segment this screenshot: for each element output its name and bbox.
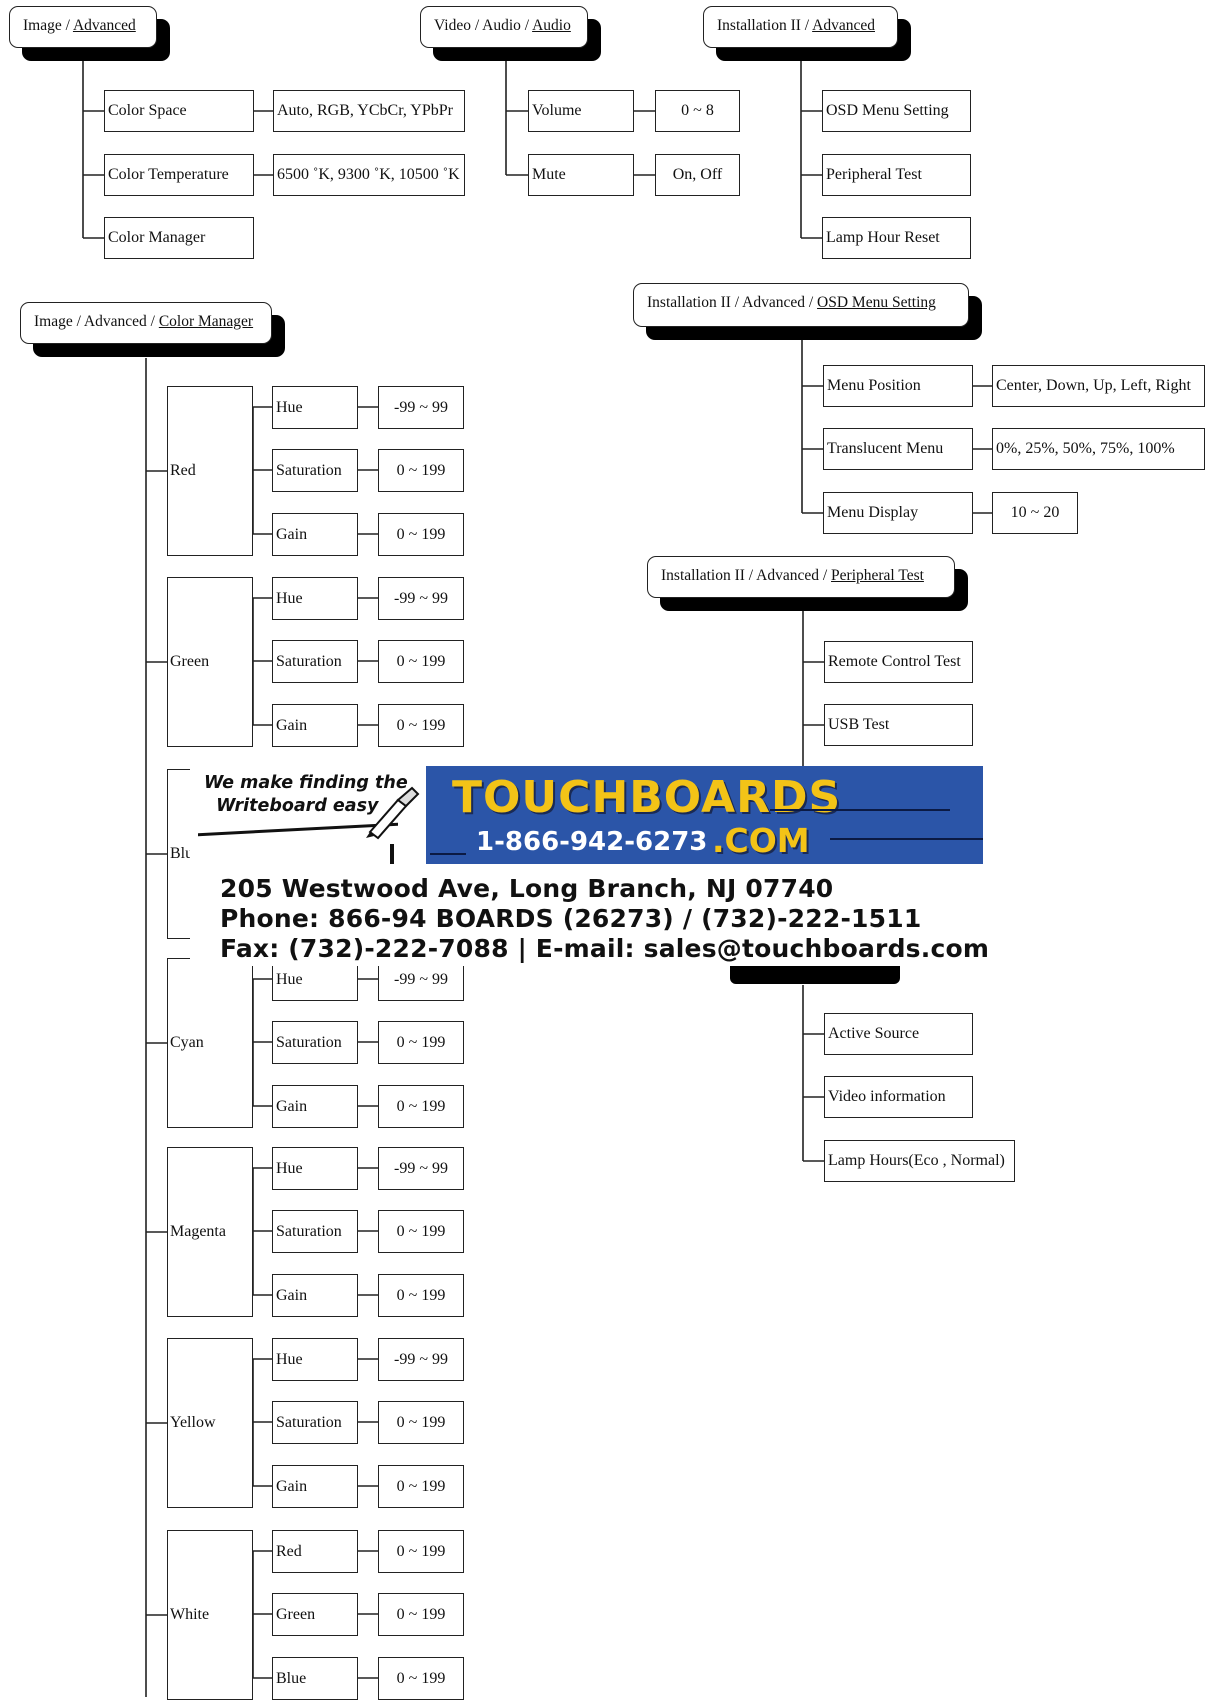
header-link[interactable]: Color Manager (158, 313, 254, 330)
cm-item-hue[interactable]: Hue (272, 386, 358, 429)
ad-brand: TOUCHBOARDS (452, 772, 842, 823)
item-color-space[interactable]: Color Space (104, 90, 254, 132)
value-translucent-menu: 0%, 25%, 50%, 75%, 100% (992, 428, 1205, 470)
ad-phone: Phone: 866-94 BOARDS (26273) / (732)-222… (220, 904, 922, 933)
cm-value: 0 ~ 199 (378, 1085, 464, 1128)
item-active-source[interactable]: Active Source (824, 1013, 973, 1055)
ad-rule (770, 809, 950, 811)
item-osd-menu-setting[interactable]: OSD Menu Setting (822, 90, 971, 132)
group-label: White (170, 1606, 212, 1623)
header-image-advanced: Image / Advanced (9, 6, 157, 48)
value-menu-position: Center, Down, Up, Left, Right (992, 365, 1205, 407)
ad-domain: .COM (712, 821, 810, 860)
group-label: Green (170, 653, 212, 670)
item-mute[interactable]: Mute (528, 154, 634, 196)
ad-slogan: We make finding the Writeboard easy (204, 773, 408, 816)
item-remote-control-test[interactable]: Remote Control Test (824, 641, 973, 683)
ad-phone-number: 1-866-942-6273 (476, 827, 708, 857)
cm-value: 0 ~ 199 (378, 1210, 464, 1253)
cm-value: 0 ~ 199 (378, 1401, 464, 1444)
cm-item-gain[interactable]: Gain (272, 1274, 358, 1317)
ad-fax-email: Fax: (732)-222-7088 | E-mail: sales@touc… (220, 934, 990, 963)
item-lamp-hour-reset[interactable]: Lamp Hour Reset (822, 217, 971, 259)
cm-item-saturation[interactable]: Saturation (272, 1021, 358, 1064)
ad-rule (830, 838, 983, 840)
cm-item-red[interactable]: Red (272, 1530, 358, 1573)
cm-item-hue[interactable]: Hue (272, 577, 358, 620)
item-usb-test[interactable]: USB Test (824, 704, 973, 746)
cm-item-hue[interactable]: Hue (272, 1147, 358, 1190)
header-peripheral-test: Installation II / Advanced / Peripheral … (647, 556, 955, 598)
header-video-audio: Video / Audio / Audio (420, 6, 588, 48)
header-prefix: Installation II / Advanced / (661, 567, 832, 584)
group-label: Cyan (170, 1034, 206, 1051)
cm-item-gain[interactable]: Gain (272, 1465, 358, 1508)
cm-item-saturation[interactable]: Saturation (272, 1401, 358, 1444)
item-translucent-menu[interactable]: Translucent Menu (823, 428, 973, 470)
value-volume: 0 ~ 8 (655, 90, 740, 132)
header-prefix: Installation II / Advanced / (647, 294, 818, 311)
cm-item-gain[interactable]: Gain (272, 1085, 358, 1128)
cm-value: 0 ~ 199 (378, 449, 464, 492)
cm-value: -99 ~ 99 (378, 577, 464, 620)
item-volume[interactable]: Volume (528, 90, 634, 132)
cm-item-hue[interactable]: Hue (272, 1338, 358, 1381)
cm-item-gain[interactable]: Gain (272, 704, 358, 747)
cm-value: 0 ~ 199 (378, 1530, 464, 1573)
header-color-manager: Image / Advanced / Color Manager (20, 302, 272, 344)
group-label: Red (170, 462, 198, 479)
item-lamp-hours[interactable]: Lamp Hours(Eco , Normal) (824, 1140, 1015, 1182)
cm-value: 0 ~ 199 (378, 640, 464, 683)
header-link[interactable]: OSD Menu Setting (817, 294, 936, 311)
header-prefix: Video / Audio / (434, 17, 533, 34)
item-video-information[interactable]: Video information (824, 1076, 973, 1118)
cm-value: 0 ~ 199 (378, 1465, 464, 1508)
group-label: Yellow (170, 1414, 218, 1431)
header-prefix: Image / Advanced / (34, 313, 159, 330)
cm-item-gain[interactable]: Gain (272, 513, 358, 556)
item-peripheral-test[interactable]: Peripheral Test (822, 154, 971, 196)
header-prefix: Image / (23, 17, 73, 34)
cm-item-blue[interactable]: Blue (272, 1657, 358, 1700)
value-menu-display: 10 ~ 20 (992, 492, 1078, 534)
value-color-space: Auto, RGB, YCbCr, YPbPr (273, 90, 465, 132)
ad-address: 205 Westwood Ave, Long Branch, NJ 07740 (220, 874, 834, 903)
cm-value: 0 ~ 199 (378, 1593, 464, 1636)
header-link[interactable]: Audio (532, 17, 571, 34)
header-link[interactable]: Advanced (812, 17, 875, 34)
group-label: Blu (170, 845, 196, 862)
cm-value: -99 ~ 99 (378, 1147, 464, 1190)
item-menu-position[interactable]: Menu Position (823, 365, 973, 407)
item-color-manager[interactable]: Color Manager (104, 217, 254, 259)
ad-rule (430, 853, 466, 855)
cm-value: -99 ~ 99 (378, 386, 464, 429)
cm-value: 0 ~ 199 (378, 1657, 464, 1700)
cm-item-saturation[interactable]: Saturation (272, 449, 358, 492)
ad-overlay: We make finding the Writeboard easy TOUC… (190, 766, 989, 966)
ad-slogan-panel: We make finding the Writeboard easy (190, 766, 426, 864)
cm-value: 0 ~ 199 (378, 704, 464, 747)
header-link[interactable]: Peripheral Test (831, 567, 924, 584)
cm-item-saturation[interactable]: Saturation (272, 640, 358, 683)
value-color-temperature: 6500 ˚K, 9300 ˚K, 10500 ˚K (273, 154, 465, 196)
whiteboard-stand-icon (390, 844, 394, 864)
cm-value: 0 ~ 199 (378, 1274, 464, 1317)
group-label: Magenta (170, 1223, 228, 1240)
cm-item-green[interactable]: Green (272, 1593, 358, 1636)
hand-pen-icon (366, 786, 420, 840)
header-prefix: Installation II / (717, 17, 813, 34)
value-mute: On, Off (655, 154, 740, 196)
header-osd-menu-setting: Installation II / Advanced / OSD Menu Se… (633, 283, 969, 327)
cm-value: -99 ~ 99 (378, 1338, 464, 1381)
header-installation-advanced: Installation II / Advanced (703, 6, 898, 48)
cm-value: 0 ~ 199 (378, 1021, 464, 1064)
item-menu-display[interactable]: Menu Display (823, 492, 973, 534)
header-link[interactable]: Advanced (72, 17, 136, 34)
ad-banner[interactable]: We make finding the Writeboard easy TOUC… (190, 766, 983, 864)
cm-value: 0 ~ 199 (378, 513, 464, 556)
item-color-temperature[interactable]: Color Temperature (104, 154, 254, 196)
cm-item-saturation[interactable]: Saturation (272, 1210, 358, 1253)
